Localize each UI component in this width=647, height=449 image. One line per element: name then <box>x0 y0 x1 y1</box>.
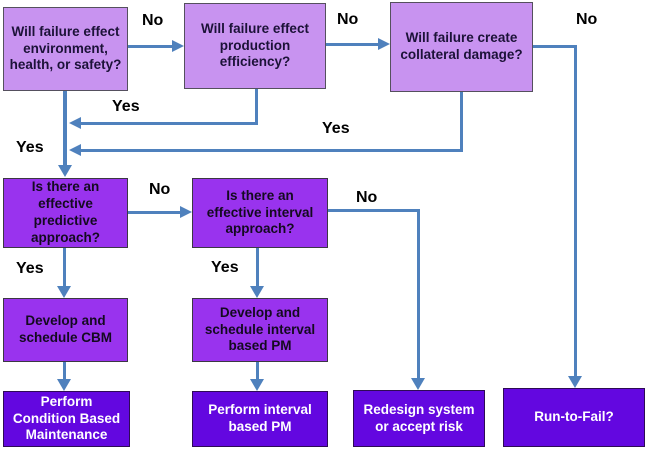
connector-production-yes-h <box>79 122 257 125</box>
arrowhead-down-icon <box>411 378 425 390</box>
edge-label-yes-safety: Yes <box>16 139 44 156</box>
node-action-develop-cbm: Develop and schedule CBM <box>3 298 128 362</box>
arrowhead-down-icon <box>57 379 71 391</box>
node-question-interval: Is there an effective interval approach? <box>192 178 328 248</box>
connector-safety-to-production <box>128 45 174 48</box>
edge-label-no-collateral: No <box>576 11 598 28</box>
edge-label-no-safety: No <box>142 12 164 29</box>
connector-collateral-yes-h <box>79 149 463 152</box>
connector-production-yes-v <box>255 89 258 125</box>
arrowhead-right-icon <box>378 38 390 50</box>
node-outcome-perform-interval-pm: Perform interval based PM <box>192 391 328 447</box>
connector-predictive-yes <box>63 248 66 287</box>
arrowhead-right-icon <box>180 206 192 218</box>
node-question-collateral: Will failure create collateral damage? <box>390 2 533 92</box>
arrowhead-down-icon <box>250 286 264 298</box>
node-outcome-perform-cbm: Perform Condition Based Maintenance <box>3 391 130 447</box>
connector-intervalpm-to-perform <box>256 362 259 380</box>
connector-interval-to-redesign-h <box>328 209 420 212</box>
edge-label-no-production: No <box>337 11 359 28</box>
arrowhead-left-icon <box>69 117 81 129</box>
edge-label-no-predictive: No <box>149 181 171 198</box>
connector-safety-yes-trunk <box>63 91 67 167</box>
connector-cbm-to-perform <box>63 362 66 380</box>
connector-collateral-to-runtofail-h <box>533 45 577 48</box>
arrowhead-down-icon <box>568 376 582 388</box>
node-outcome-run-to-fail: Run-to-Fail? <box>503 388 645 447</box>
arrowhead-right-icon <box>172 40 184 52</box>
node-outcome-redesign: Redesign system or accept risk <box>353 390 485 447</box>
arrowhead-down-icon <box>57 286 71 298</box>
connector-collateral-to-runtofail-v <box>574 45 577 377</box>
node-action-develop-interval-pm: Develop and schedule interval based PM <box>192 298 328 362</box>
connector-interval-to-redesign-v <box>417 209 420 378</box>
arrowhead-down-icon <box>58 165 72 177</box>
edge-label-yes-production: Yes <box>112 98 140 115</box>
arrowhead-down-icon <box>250 379 264 391</box>
node-question-production: Will failure effect production efficienc… <box>184 3 326 89</box>
connector-collateral-yes-v <box>460 92 463 152</box>
node-question-safety: Will failure effect environment, health,… <box>3 7 128 91</box>
node-question-predictive: Is there an effective predictive approac… <box>3 178 128 248</box>
connector-predictive-to-interval <box>128 211 182 214</box>
edge-label-yes-predictive: Yes <box>16 260 44 277</box>
edge-label-yes-interval: Yes <box>211 259 239 276</box>
connector-production-to-collateral <box>326 43 380 46</box>
edge-label-no-interval: No <box>356 189 378 206</box>
edge-label-yes-collateral: Yes <box>322 120 350 137</box>
arrowhead-left-icon <box>69 144 81 156</box>
connector-interval-yes <box>256 248 259 287</box>
